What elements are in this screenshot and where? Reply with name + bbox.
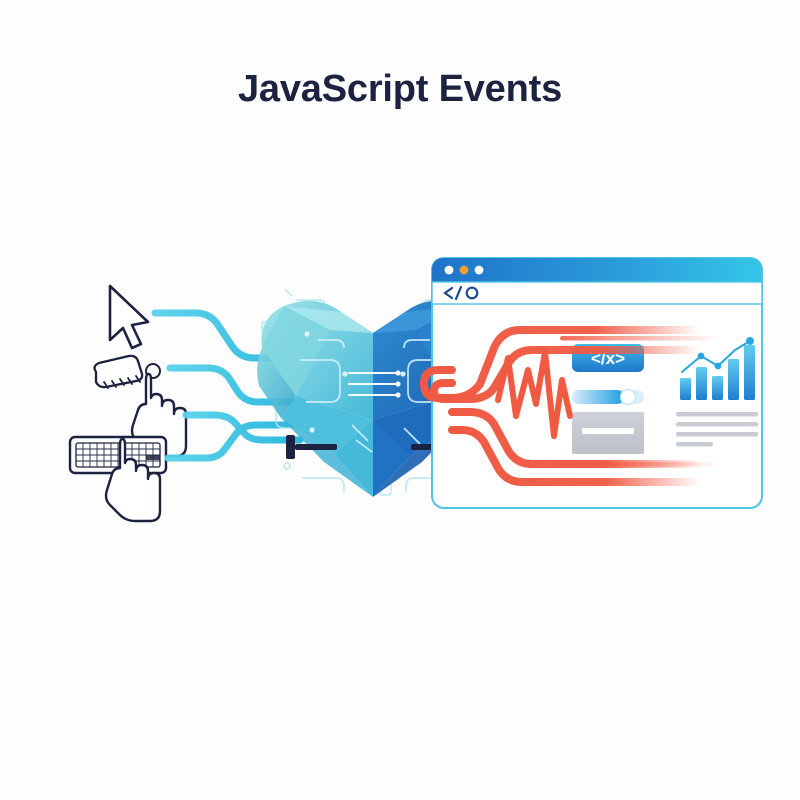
page-title: JavaScript Events bbox=[238, 68, 562, 110]
text-lines-group bbox=[676, 412, 758, 447]
cursor-arrow-icon[interactable] bbox=[108, 284, 150, 350]
window-dot-minimize bbox=[459, 265, 469, 275]
browser-window[interactable]: </x> bbox=[431, 257, 763, 509]
heart-data-bus bbox=[347, 370, 401, 398]
input-connector-lines bbox=[151, 309, 304, 462]
chart-bar bbox=[680, 378, 691, 400]
browser-titlebar bbox=[432, 258, 762, 282]
analytics-chart bbox=[680, 337, 755, 400]
text-line bbox=[676, 442, 713, 447]
event-output-group bbox=[420, 326, 704, 486]
content-card[interactable] bbox=[572, 412, 644, 454]
progress-bar[interactable] bbox=[572, 388, 644, 406]
type-hand-icon[interactable] bbox=[104, 437, 162, 523]
chart-bar bbox=[712, 376, 723, 400]
text-line bbox=[676, 422, 758, 427]
window-dot-close bbox=[444, 265, 454, 275]
address-bar[interactable] bbox=[431, 281, 763, 305]
swipe-gesture-icon[interactable] bbox=[93, 354, 144, 389]
progress-knob bbox=[619, 388, 637, 406]
input-devices-group bbox=[68, 284, 304, 523]
chart-markers bbox=[697, 337, 754, 370]
chart-bar bbox=[744, 345, 755, 400]
heart-left-half bbox=[257, 300, 373, 497]
top-rule bbox=[560, 336, 720, 341]
chart-bar bbox=[728, 359, 739, 400]
event-connector-lines bbox=[420, 326, 704, 486]
window-dot-maximize bbox=[474, 265, 484, 275]
chart-bar bbox=[696, 367, 707, 400]
window-controls[interactable] bbox=[444, 265, 484, 275]
card-inner-bar bbox=[582, 428, 634, 434]
text-line bbox=[676, 412, 758, 417]
text-line bbox=[676, 432, 758, 437]
code-mark-icon bbox=[443, 285, 479, 301]
event-pulse-waveform bbox=[495, 349, 573, 439]
